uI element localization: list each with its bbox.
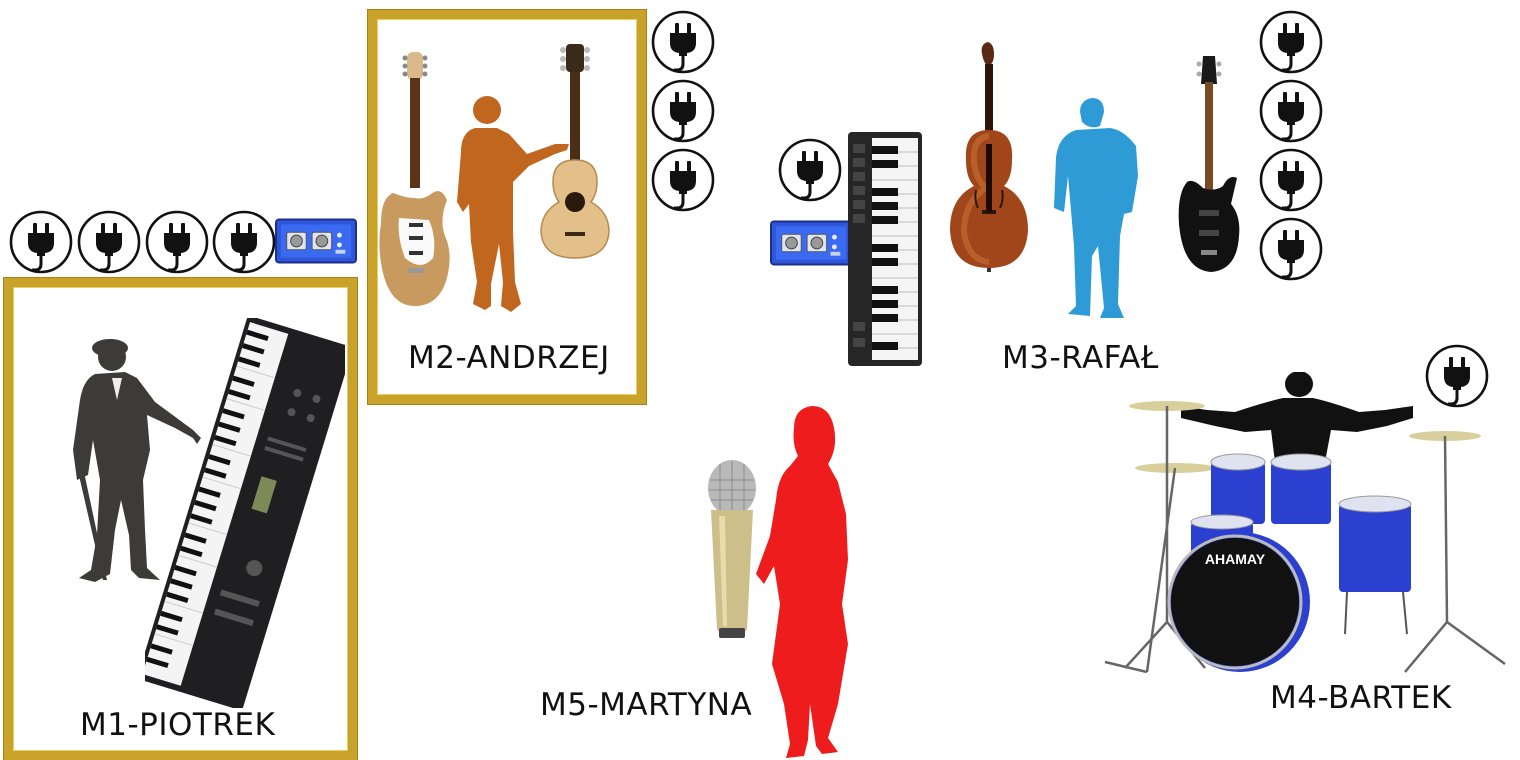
- di-box-icon: [770, 220, 852, 266]
- power-plug-icon: [8, 210, 74, 276]
- power-plug-icon: [650, 79, 716, 145]
- double-bass: [950, 42, 1028, 272]
- m1-frame: [4, 278, 357, 760]
- m5-musician-figure: [756, 406, 848, 758]
- m2-frame: [368, 10, 646, 404]
- power-plug-icon: [1258, 10, 1324, 76]
- electric-guitar: [379, 52, 450, 306]
- drum-kit: AHAMAY: [1104, 372, 1506, 674]
- power-plug-icon: [1258, 217, 1324, 283]
- m1-musician-figure: [73, 339, 201, 582]
- power-plug-icon: [76, 210, 142, 276]
- m3-label: M3-RAFAŁ: [1002, 340, 1159, 376]
- acoustic-guitar: [540, 44, 610, 259]
- stage-piano: [145, 318, 345, 708]
- drum-brand: AHAMAY: [1205, 551, 1266, 567]
- m2-musician-figure: [457, 96, 569, 312]
- bass-guitar: [1178, 56, 1240, 272]
- m2-label: M2-ANDRZEJ: [408, 340, 610, 376]
- m1-label: M1-PIOTREK: [80, 707, 276, 743]
- m4-label: M4-BARTEK: [1270, 680, 1452, 716]
- m3-power-outlets: [1258, 10, 1324, 280]
- m2-power-outlets: [650, 10, 716, 214]
- m1-power-outlets: [8, 210, 278, 276]
- power-plug-icon: [650, 10, 716, 76]
- power-plug-icon: [144, 210, 210, 276]
- power-plug-icon: [777, 138, 843, 204]
- m3-musician-figure: [1054, 98, 1138, 318]
- m4-musician-figure: [1181, 372, 1413, 462]
- power-plug-icon: [1258, 79, 1324, 145]
- microphone: [708, 460, 756, 638]
- m5-label: M5-MARTYNA: [540, 687, 753, 723]
- power-plug-icon: [211, 210, 277, 276]
- power-plug-icon: [650, 148, 716, 214]
- di-box-icon: [275, 218, 357, 264]
- midi-keyboard: [848, 132, 922, 366]
- power-plug-icon: [1258, 148, 1324, 214]
